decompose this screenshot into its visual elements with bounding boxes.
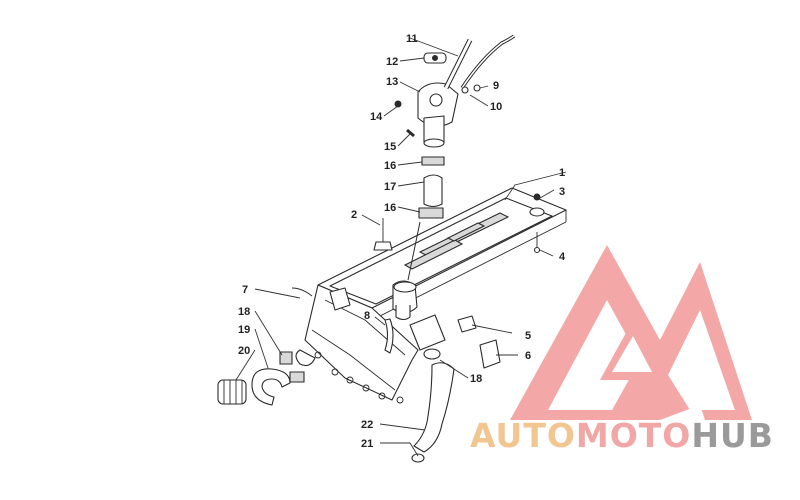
callout-16-upper: 16: [384, 160, 396, 172]
leader-lines: [235, 37, 567, 457]
callout-4: 4: [559, 251, 566, 263]
watermark-hub: HUB: [691, 416, 774, 455]
callout-16-lower: 16: [384, 202, 396, 214]
callout-2: 2: [351, 209, 357, 221]
callout-labels: 1 2 3 4 5 6 7 8 9 10 11 12 13 14 15 16 1…: [238, 33, 566, 450]
callout-14: 14: [370, 111, 383, 123]
callout-6: 6: [525, 350, 531, 362]
callout-22: 22: [361, 419, 373, 431]
callout-11: 11: [406, 33, 418, 45]
lower-components: [217, 287, 501, 463]
fasteners: [373, 193, 545, 254]
callout-9: 9: [493, 80, 499, 92]
callout-12: 12: [386, 56, 398, 68]
watermark-moto: MOTO: [575, 416, 692, 455]
callout-19: 19: [238, 324, 250, 336]
callout-8: 8: [364, 310, 370, 322]
filler-neck: [394, 34, 516, 219]
watermark-brand: AUTOMOTOHUB: [470, 416, 774, 455]
callout-17: 17: [384, 181, 396, 193]
callout-7: 7: [242, 284, 248, 296]
callout-18-left: 18: [238, 306, 250, 318]
callout-20: 20: [238, 345, 250, 357]
watermark-logo: [510, 245, 752, 420]
cover-plate: [317, 187, 567, 321]
callout-15: 15: [384, 141, 396, 153]
callout-21: 21: [361, 438, 373, 450]
callout-18-right: 18: [470, 373, 482, 385]
callout-13: 13: [386, 76, 398, 88]
callout-10: 10: [490, 101, 502, 113]
watermark-auto: AUTO: [470, 416, 576, 455]
callout-1: 1: [559, 167, 565, 179]
callout-5: 5: [525, 330, 531, 342]
callout-3: 3: [559, 186, 565, 198]
neck-lower: [392, 221, 421, 321]
